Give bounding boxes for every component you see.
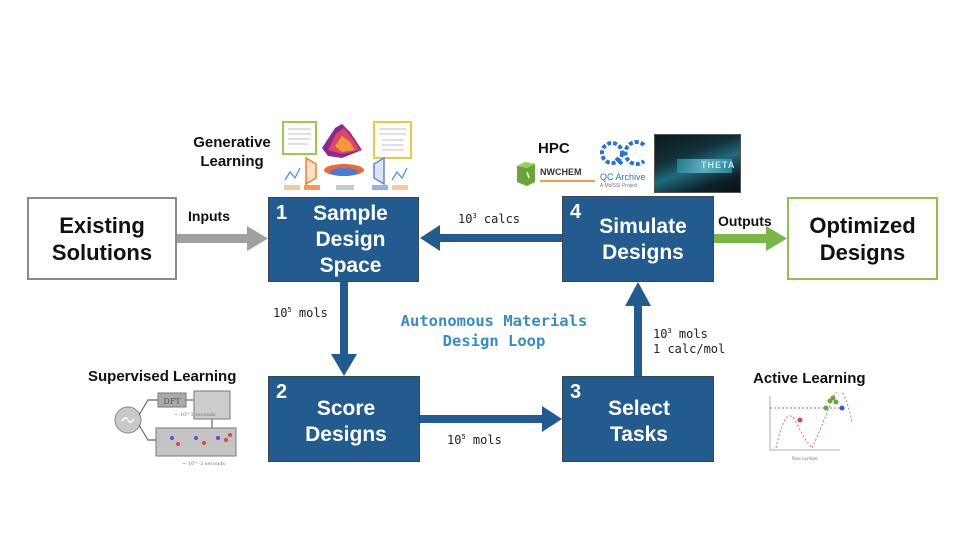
step-number: 2 <box>276 381 288 403</box>
edge-exponent: 5 <box>287 306 292 314</box>
outputs-arrow <box>714 226 787 251</box>
optimized-designs-line-1: Optimized <box>809 212 916 238</box>
step-title-line: Designs <box>602 241 684 264</box>
dft-text: DFT <box>163 397 181 406</box>
edge-unit: mols <box>671 327 708 341</box>
outputs-label: Outputs <box>718 213 772 229</box>
existing-solutions-line-2: Solutions <box>51 239 153 265</box>
hpc-label: HPC <box>538 140 570 157</box>
step-title-line: Score <box>316 397 376 420</box>
optimized-designs-line-2: Designs <box>819 239 906 265</box>
optimized-designs-box: Optimized Designs <box>787 197 938 280</box>
step-score-designs: 2 Score Designs <box>268 376 420 462</box>
step-number: 4 <box>570 201 582 223</box>
step-title-line: Tasks <box>610 423 668 446</box>
loop-title-line-1: Autonomous Materials <box>400 312 588 330</box>
existing-solutions-box: Existing Solutions <box>27 197 177 280</box>
step-number: 1 <box>276 202 288 224</box>
edge-rate: 1 calc/mol <box>653 342 726 356</box>
edge-label-sample-to-score: 105 mols <box>273 306 328 320</box>
step-simulate-designs: 4 Simulate Designs <box>562 196 714 282</box>
dft-time: ~ 10^3 seconds <box>174 411 216 418</box>
edge-base: 10 <box>447 433 462 447</box>
step-select-tasks: 3 Select Tasks <box>562 376 714 462</box>
edge-label-select-to-simulate: 103 mols 1 calc/mol <box>653 324 725 357</box>
edge-exponent: 3 <box>472 212 477 220</box>
loop-title-line-2: Design Loop <box>442 332 546 350</box>
nwchem-underline <box>540 180 595 182</box>
step-title-line: Select <box>608 397 670 420</box>
active-learning-plot: Pass number <box>769 392 853 461</box>
step-sample-design-space: 1 Sample Design Space <box>268 197 419 282</box>
edge-label-simulate-to-sample: 103 calcs <box>458 212 520 226</box>
supervised-learning-label: Supervised Learning <box>88 368 237 385</box>
inputs-arrow <box>177 226 268 251</box>
generative-learning-label: Generative Learning <box>186 133 278 171</box>
supercomputer-label: THETA <box>701 160 736 170</box>
step-title-line: Simulate <box>599 215 687 238</box>
edge-base: 10 <box>653 327 668 341</box>
edge-base: 10 <box>458 212 473 226</box>
qc-archive-subtext: A MolSSI Project <box>600 183 638 189</box>
arrow-simulate-to-sample <box>420 225 562 251</box>
step-title-line: Designs <box>305 423 387 446</box>
loop-title: Autonomous Materials Design Loop <box>380 311 608 351</box>
nwchem-logo <box>517 162 535 186</box>
qc-archive-text: QC Archive <box>600 172 646 182</box>
arrow-sample-to-score <box>331 282 357 376</box>
qc-archive-logo <box>600 140 646 166</box>
step-title-line: Space <box>319 254 382 277</box>
edge-label-score-to-select: 105 mols <box>447 433 502 447</box>
inputs-label: Inputs <box>188 208 230 224</box>
step-title-line: Design <box>315 228 386 251</box>
active-learning-label: Active Learning <box>753 370 866 387</box>
edge-unit: calcs <box>476 212 521 226</box>
step-title-line: Sample <box>313 202 388 225</box>
active-xlabel: Pass number <box>792 456 818 461</box>
mpnn-time: ~ 10^-3 seconds <box>182 460 226 467</box>
existing-solutions-line-1: Existing <box>59 212 145 238</box>
generative-label-line: Learning <box>200 153 264 170</box>
generative-label-line: Generative <box>193 134 271 151</box>
supercomputer-photo: THETA <box>654 134 741 193</box>
edge-unit: mols <box>291 306 328 320</box>
nwchem-text: NWCHEM <box>540 167 582 177</box>
edge-exponent: 3 <box>667 327 672 335</box>
step-number: 3 <box>570 381 582 403</box>
arrow-select-to-simulate <box>625 282 651 376</box>
generative-model-image <box>282 121 412 190</box>
edge-base: 10 <box>273 306 288 320</box>
supervised-model-image: DFT ~ 10^3 seconds ~ 10^-3 seconds <box>114 390 237 467</box>
edge-unit: mols <box>465 433 502 447</box>
edge-exponent: 5 <box>461 433 466 441</box>
arrow-score-to-select <box>420 406 562 432</box>
